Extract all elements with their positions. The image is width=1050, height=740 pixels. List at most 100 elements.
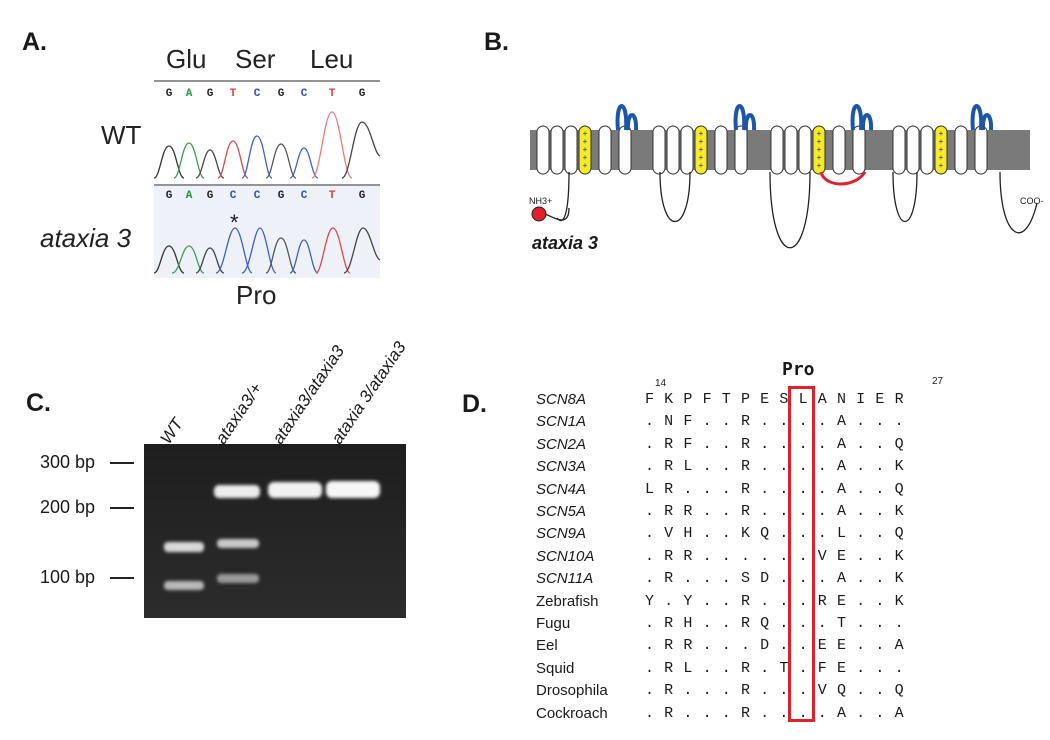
wt-base-0: G [166,88,173,100]
residue-scn8a-5: P [740,391,750,408]
residue-scn4a-12: . [875,480,885,498]
residue-scn8a-6: E [760,391,770,408]
residue-zebrafish-11: . [856,592,866,610]
ladder-300bp: 300 bp [40,452,96,472]
residue-scn11a-4: . [721,570,731,588]
residue-cockroach-6: . [760,704,770,722]
residue-eel-6: D [760,637,770,655]
band-hom1-220 [268,482,322,498]
helix-d2-s4 [694,125,708,175]
helix-d3-s2 [784,125,798,175]
residue-scn2a-0: . [644,435,654,453]
residue-scn5a-5: R [740,503,750,520]
residue-scn5a-7: . [779,503,789,520]
wt-base-4: C [254,88,261,100]
residue-zebrafish-9: R [817,592,827,610]
residue-scn9a-5: K [740,525,750,543]
residue-scn5a-6: . [760,503,770,520]
mutation-label-b: ataxia 3 [532,233,599,253]
residue-scn1a-11: . [856,413,866,431]
mutant-base-1: A [186,190,193,202]
wt-base-7: T [329,88,336,100]
species-fugu: Fugu [536,615,571,632]
residue-drosophila-7: . [779,682,789,700]
residue-scn9a-3: . [702,525,712,543]
charge-mark: + [699,145,704,154]
residue-scn3a-13: K [894,458,904,476]
ladder-200bp: 200 bp [40,497,96,517]
codon-label-glu: Glu [166,44,207,74]
codon-label-leu: Leu [310,44,354,74]
residue-scn5a-4: . [721,503,731,520]
residue-eel-10: E [836,637,846,655]
helix-d2-s5 [714,125,728,175]
residue-squid-8: . [798,659,808,677]
residue-drosophila-0: . [644,682,654,700]
residue-squid-0: . [644,659,654,677]
residue-scn2a-13: Q [894,435,904,453]
residue-scn9a-12: . [875,525,885,543]
residue-fugu-13: . [894,615,904,632]
pore-loops [615,104,994,131]
residue-scn1a-4: . [721,413,731,431]
residue-squid-10: E [836,659,846,677]
wt-base-6: C [301,88,308,100]
residue-scn1a-8: . [798,413,808,431]
residue-scn11a-7: . [779,570,789,588]
charge-mark: + [817,129,822,138]
species-scn5a: SCN5A [536,503,587,520]
mutant-base-6: C [301,190,308,202]
residue-cockroach-2: . [683,704,693,722]
residue-eel-11: . [856,637,866,655]
residue-fugu-7: . [779,615,789,632]
residue-scn1a-12: . [875,413,885,431]
residue-fugu-0: . [644,615,654,632]
residue-scn10a-4: . [721,547,731,565]
residue-squid-5: R [740,659,750,677]
band-wt-90 [164,581,204,590]
mutant-base-5: G [278,190,285,202]
residue-scn2a-8: . [798,435,808,453]
residue-scn2a-3: . [702,435,712,453]
species-cockroach: Cockroach [536,704,608,722]
residue-eel-3: . [702,637,712,655]
residue-scn1a-0: . [644,413,654,431]
residue-scn3a-2: L [683,458,693,476]
residue-zebrafish-2: Y [683,592,693,610]
residue-scn1a-1: N [664,413,674,431]
residue-scn8a-1: K [664,391,674,408]
residue-scn10a-9: V [817,547,827,565]
codon-label-ser: Ser [235,44,276,74]
c-terminus [999,171,1038,234]
residue-scn9a-8: . [798,525,808,543]
inactivation-gate-loop [819,171,867,186]
helix-d3-s5 [832,125,846,175]
residue-scn3a-11: . [856,458,866,476]
residue-scn9a-1: V [664,525,674,543]
residue-scn9a-11: . [856,525,866,543]
residue-scn5a-13: K [894,503,904,520]
residue-eel-8: . [798,637,808,655]
residue-zebrafish-4: . [721,592,731,610]
residue-scn3a-4: . [721,458,731,476]
ladder-ticks [110,462,134,579]
residue-scn2a-12: . [875,435,885,453]
residue-fugu-2: H [683,615,693,632]
residue-scn1a-3: . [702,413,712,431]
residue-cockroach-5: R [740,704,750,722]
residue-cockroach-10: A [836,704,846,722]
residue-scn3a-9: . [817,458,827,476]
residue-scn8a-12: E [875,391,885,408]
mutant-trace [153,227,381,274]
residue-scn3a-10: A [836,458,846,476]
residue-scn2a-6: . [760,435,770,453]
residue-zebrafish-3: . [702,592,712,610]
charge-mark: + [583,137,588,146]
residue-scn2a-5: R [740,435,750,453]
end-position: 27 [932,376,944,387]
residue-scn3a-8: . [798,458,808,476]
residue-scn10a-13: K [894,547,904,565]
panel-a-letter: A. [22,28,47,56]
residue-drosophila-8: . [798,682,808,700]
